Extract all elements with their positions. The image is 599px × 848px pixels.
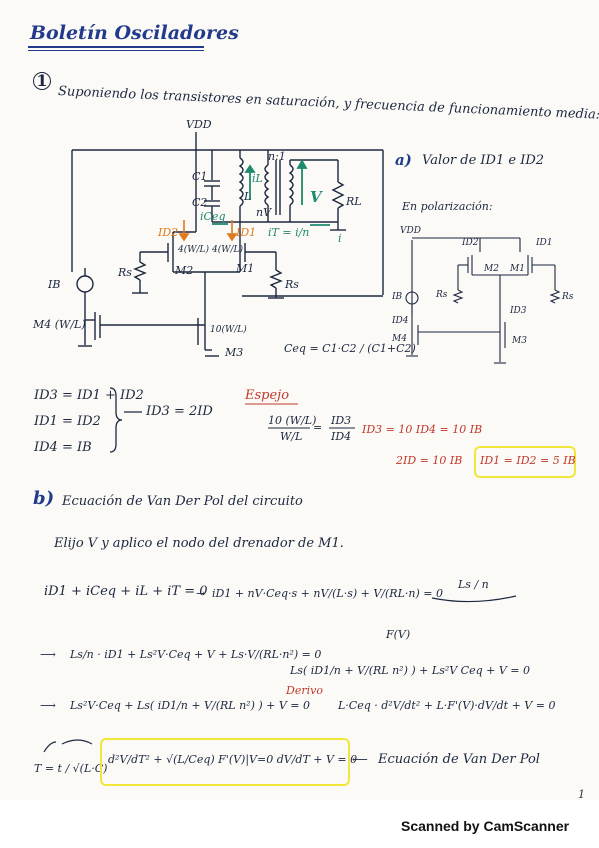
espejo-frac-left-den: W/L: [280, 430, 303, 443]
circuit-id1-label: ID1: [236, 226, 257, 239]
espejo-title: Espejo: [245, 388, 290, 403]
circuit-it-label: iT = i/n: [268, 226, 310, 239]
circuit-m3-size: 10(W/L): [210, 325, 247, 335]
eq-multiplied-right: Ls( iD1/n + V/(RL n²) ) + Ls²V Ceq + V =…: [290, 664, 531, 677]
circuit-v-label: V: [310, 188, 322, 206]
part-a-question: Valor de ID1 e ID2: [422, 153, 545, 168]
circuit-i-label: i: [338, 232, 342, 245]
vdp-label: Ecuación de Van Der Pol: [378, 752, 540, 767]
part-a-label: a): [395, 151, 412, 169]
part-b-question: Ecuación de Van Der Pol del circuito: [62, 494, 303, 509]
small-m3-label: M3: [512, 336, 527, 346]
circuit-m1-size: 4(W/L): [212, 245, 244, 255]
circuit-m4-label: M4 (W/L): [33, 318, 86, 331]
circuit-rs-left-label: Rs: [118, 266, 132, 279]
eq-kcl: iD1 + iCeq + iL + iT = 0: [44, 584, 208, 599]
scanner-watermark: Scanned by CamScanner: [401, 818, 570, 834]
eq-next: Ls²V·Ceq + Ls( iD1/n + V/(RL n²) ) + V =…: [70, 699, 311, 712]
espejo-frac-right-den: ID4: [331, 430, 352, 443]
circuit-rl-label: RL: [346, 195, 362, 208]
circuit-m2-size: 4(W/L): [178, 245, 210, 255]
espejo-frac-left-num: 10 (W/L): [268, 414, 317, 427]
circuit-il-label: iL: [252, 172, 263, 185]
eq-id3-sum: ID3 = ID1 + ID2: [34, 388, 144, 403]
eq-multiply-factor: Ls / n: [458, 578, 489, 591]
small-m4-label: M4: [392, 334, 407, 344]
time-scale: T = t / √(L·C): [34, 762, 108, 775]
circuit-drawing: [43, 132, 561, 753]
small-rs-right-label: Rs: [562, 292, 574, 302]
part-b-label: b): [33, 488, 55, 509]
circuit-m3-label: M3: [225, 346, 244, 359]
circuit-rs-right-label: Rs: [285, 278, 299, 291]
circuit-l-label: L: [244, 190, 252, 203]
vdp-arrow: ⟵: [352, 753, 368, 766]
eq-substituted: iD1 + nV·Ceq·s + nV/(L·s) + V/(RL·n) = 0: [212, 587, 443, 600]
part-b-line1: Elijo V y aplico el nodo del drenador de…: [54, 536, 344, 551]
espejo-frac-right-num: ID3: [331, 414, 352, 427]
small-id3-label: ID3: [510, 306, 527, 316]
circuit-id2-label: ID2: [158, 226, 179, 239]
circuit-ceq-label: Ceq = C1·C2 / (C1+C2): [284, 342, 416, 355]
espejo-line2: 2ID = 10 IB: [396, 454, 463, 467]
small-m1-label: M1: [510, 264, 525, 274]
eq-multiplied-left: Ls/n · iD1 + Ls²V·Ceq + V + Ls·V/(RL·n²)…: [70, 648, 322, 661]
small-id2-label: ID2: [462, 238, 479, 248]
derivo-label: Derivo: [286, 684, 323, 697]
circuit-c1-label: C1: [192, 170, 208, 183]
circuit-vdd-label: VDD: [186, 118, 212, 131]
small-ib-label: IB: [392, 292, 403, 302]
small-id1-label: ID1: [536, 238, 553, 248]
title-underline: [28, 46, 204, 48]
vdp-equation: d²V/dT² + √(L/Ceq) F'(V)|V=0 dV/dT + V =…: [108, 753, 358, 766]
page-title: Boletín Osciladores: [30, 22, 239, 44]
circuit-nv-label: nV: [256, 206, 272, 219]
eq-id4-ib: ID4 = IB: [34, 440, 92, 455]
circuit-iceq-label: iCeq: [200, 210, 226, 223]
eq-id1-id2: ID1 = ID2: [34, 414, 101, 429]
small-rs-left-label: Rs: [436, 290, 448, 300]
vdp-highlight: [100, 738, 350, 786]
eq-fv-label: F(V): [386, 628, 411, 641]
eq-kcl-arrow: →: [196, 587, 206, 600]
espejo-equals: =: [313, 421, 323, 434]
final-result-boxed: ID1 = ID2 = 5 IB: [480, 454, 576, 467]
eq-next-arrow: ⟶: [40, 699, 56, 712]
part-a-polarizacion: En polarización:: [402, 200, 493, 213]
eq-derivative: L·Ceq · d²V/dt² + L·F'(V)·dV/dt + V = 0: [338, 699, 556, 712]
eq-id3-result: ID3 = 2ID: [146, 404, 213, 419]
circuit-m2-label: M2: [175, 264, 194, 277]
notebook-page: [0, 0, 599, 800]
circuit-ib-label: IB: [48, 278, 61, 291]
circuit-m1-label: M1: [236, 262, 255, 275]
small-m2-label: M2: [484, 264, 499, 274]
small-vdd-label: VDD: [400, 226, 421, 236]
page-number: 1: [578, 788, 585, 801]
eq-multiply-arrow: ⟶: [40, 648, 56, 661]
circuit-c2-label: C2: [192, 196, 208, 209]
espejo-result: ID3 = 10 ID4 = 10 IB: [362, 423, 483, 436]
circuit-turns-ratio: n:1: [268, 150, 286, 163]
title-underline-second: [28, 50, 204, 51]
problem-number: 1: [33, 72, 51, 90]
small-id4-label: ID4: [392, 316, 409, 326]
final-result-highlight: [474, 446, 576, 478]
